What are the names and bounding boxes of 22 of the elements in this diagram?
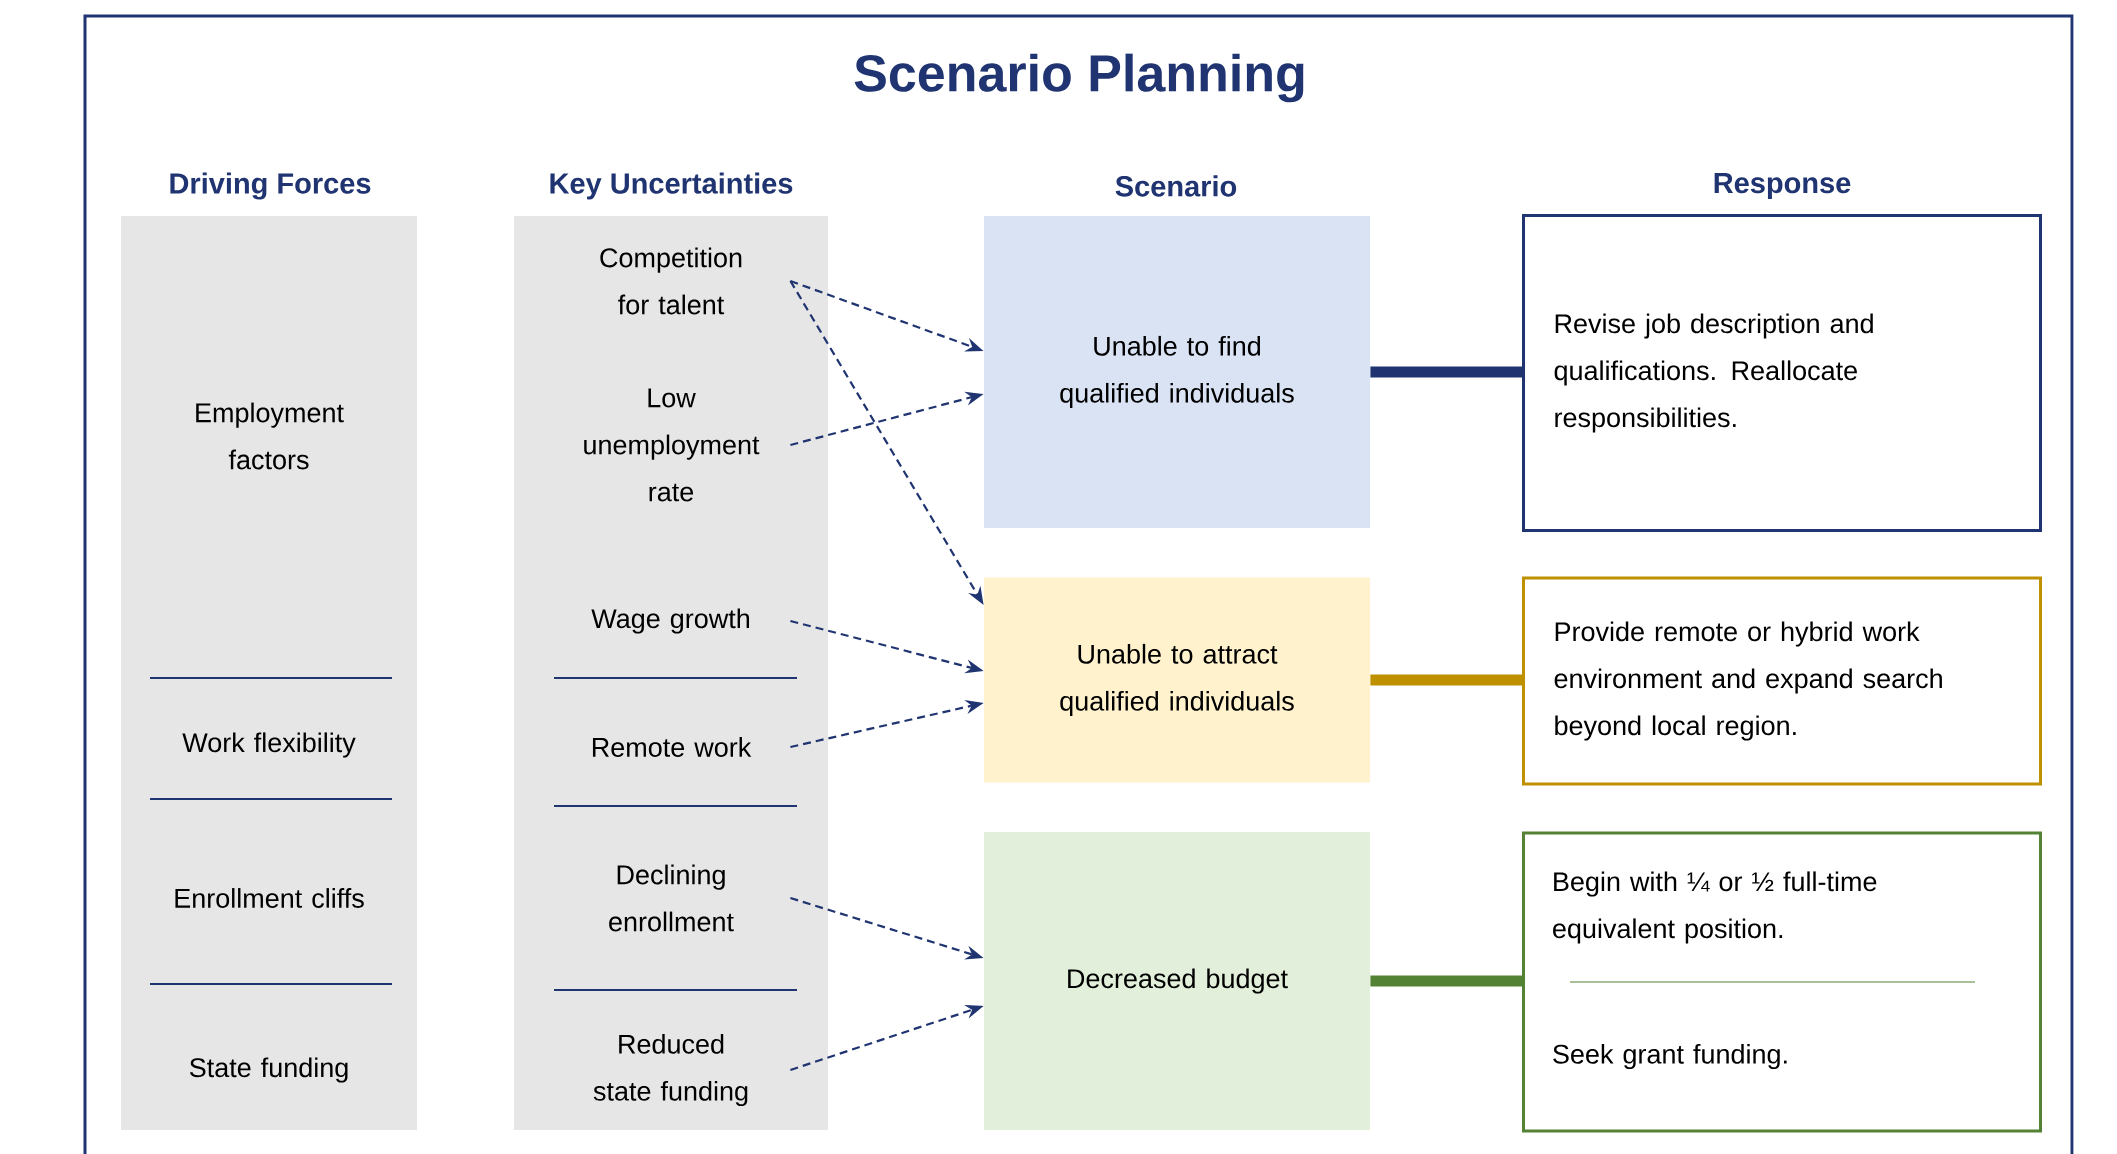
connector-line: [1370, 366, 1522, 378]
driving-force-text: Employment factors: [196, 402, 344, 470]
uncertainty-text: Low unemployment rate: [584, 388, 760, 502]
connector-line: [1370, 674, 1522, 686]
uncertainty-text: Competition for talent: [600, 247, 742, 315]
uncertainty-text: Wage growth: [591, 608, 749, 634]
driving-force-text: Enrollment cliffs: [175, 888, 364, 908]
scenario-box: Decreased budget: [984, 832, 1370, 1130]
response-box: Provide remote or hybrid work environment and expand search beyond local region.: [1522, 576, 2042, 786]
uncertainty-text: Declining enrollment: [609, 864, 734, 932]
column-header: Driving Forces: [170, 172, 371, 200]
driving-force-text: Work flexibility: [182, 732, 356, 758]
uncertainty-text: Remote work: [592, 737, 752, 757]
connector-line: [1370, 975, 1522, 987]
scenario-box: Unable to attract qualified individuals: [984, 577, 1370, 783]
scenario-box: Unable to find qualified individuals: [984, 216, 1370, 528]
title: Scenario Planning: [854, 53, 1304, 103]
uncertainty-text: Reduced state funding: [593, 1033, 748, 1107]
column-header: Key Uncertainties: [550, 172, 793, 200]
response-box: Begin with ¼ or ½ full-time equivalent position. Seek grant funding.: [1522, 831, 2042, 1133]
response-box: Revise job description and qualifications. Reallocate responsibilities.: [1522, 214, 2042, 532]
driving-force-text: State funding: [189, 1057, 348, 1083]
